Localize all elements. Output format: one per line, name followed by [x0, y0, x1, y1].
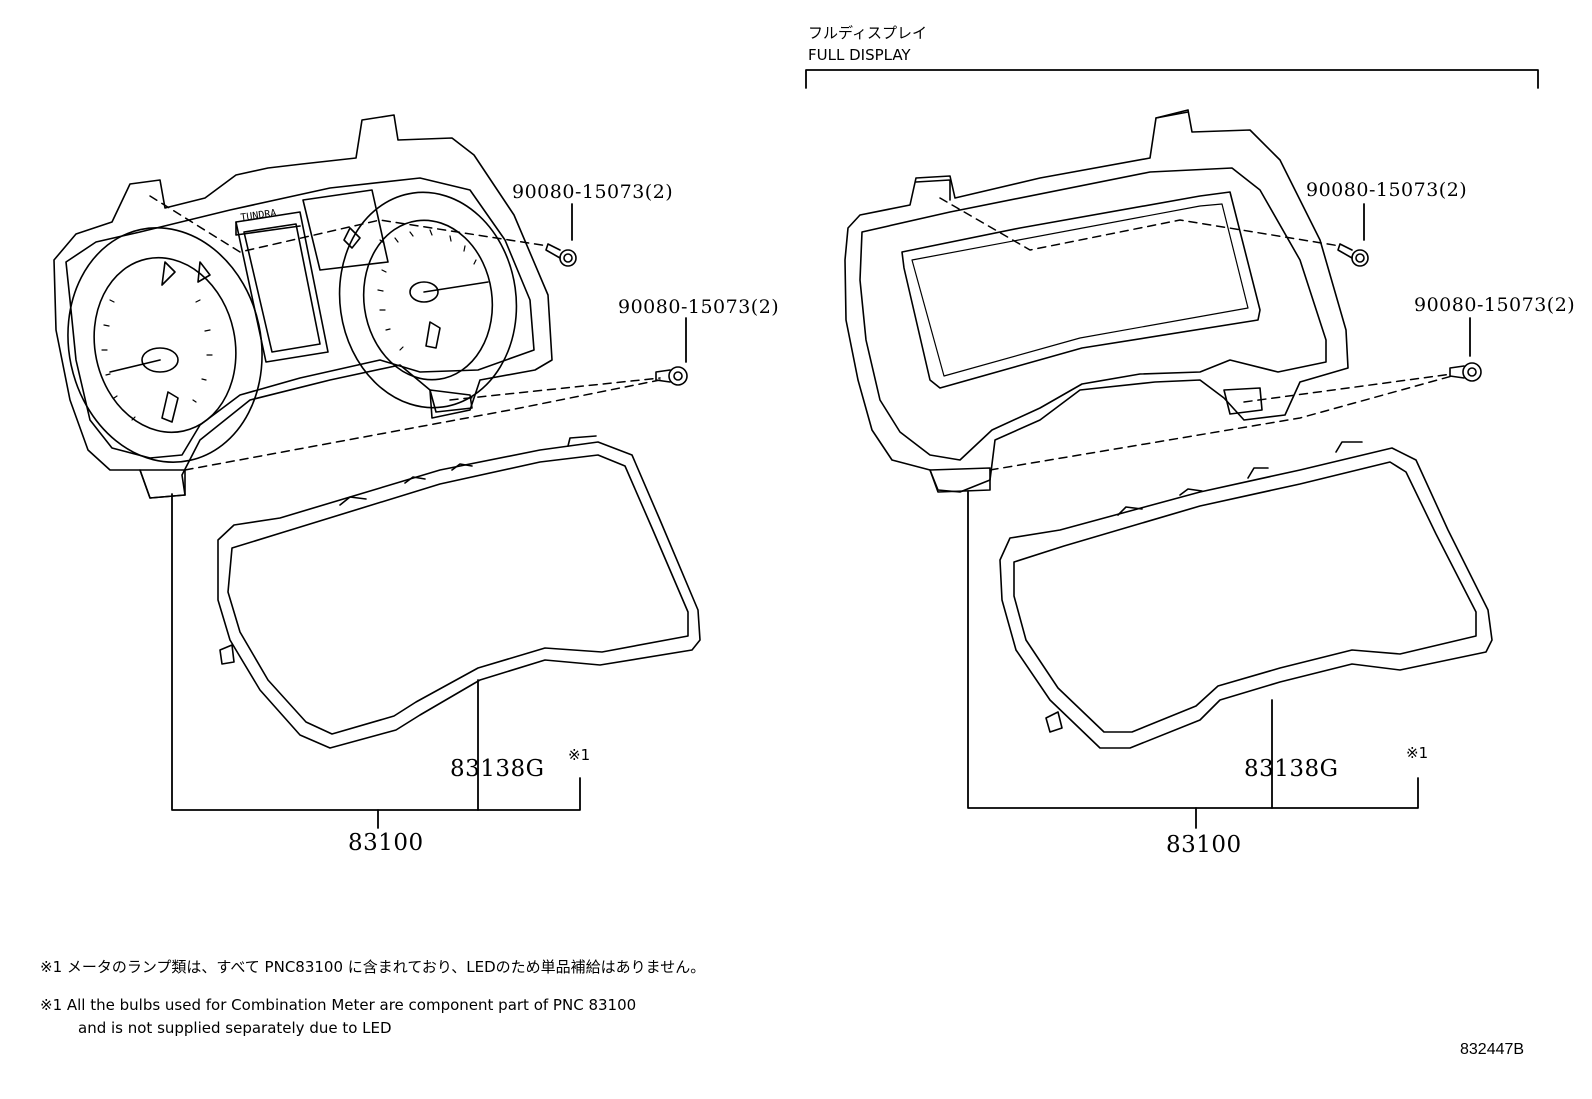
right-dashed-leaders [939, 197, 1453, 471]
full-display-title-jp: フルディスプレイ [808, 24, 927, 42]
right-bolt-lower-label: 90080-15073(2) [1414, 294, 1576, 316]
right-glass-label: 83138G [1244, 756, 1339, 782]
right-bracket [967, 203, 1471, 829]
right-meter-housing [844, 109, 1349, 493]
left-bracket [171, 203, 687, 829]
left-glass-label: 83138G [450, 756, 545, 782]
left-assembly-label: 83100 [348, 830, 424, 856]
left-note-mark: ※1 [568, 746, 591, 764]
full-display-bracket [805, 69, 1539, 89]
right-bolt-upper-label: 90080-15073(2) [1306, 179, 1468, 201]
left-bolt-lower-label: 90080-15073(2) [618, 296, 780, 318]
figure-id: 832447B [1460, 1041, 1525, 1058]
left-bolt-upper-icon [545, 243, 577, 267]
right-note-mark: ※1 [1406, 744, 1429, 762]
left-bolt-lower-icon [655, 366, 688, 386]
right-bolt-lower-icon [1449, 362, 1482, 382]
right-bolt-upper-icon [1337, 243, 1369, 267]
left-glass-lens [217, 435, 701, 749]
full-display-title-en: FULL DISPLAY [808, 46, 911, 64]
right-glass-lens [999, 441, 1493, 749]
left-bolt-upper-label: 90080-15073(2) [512, 181, 674, 203]
note-english-line1: ※1 All the bulbs used for Combination Me… [40, 996, 637, 1014]
right-assembly-label: 83100 [1166, 832, 1242, 858]
note-japanese: ※1 メータのランプ類は、すべて PNC83100 に含まれており、LEDのため… [40, 958, 706, 976]
left-meter-housing [53, 114, 553, 499]
left-dashed-leaders [149, 195, 661, 471]
note-english-line2: and is not supplied separately due to LE… [78, 1019, 392, 1037]
